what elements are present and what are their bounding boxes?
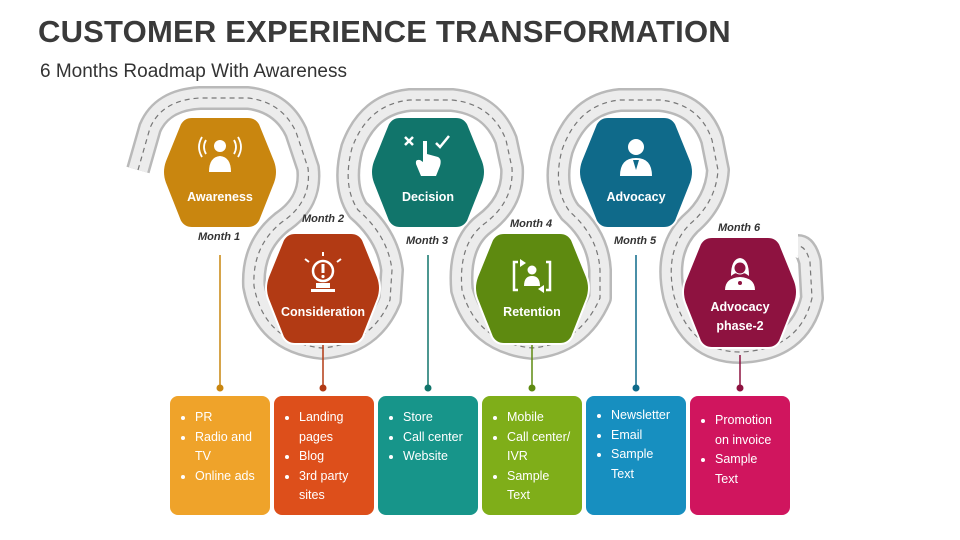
connector-5 (632, 255, 640, 392)
idea-bulb-icon (304, 252, 342, 292)
list-item: Sample Text (611, 445, 678, 484)
detail-box-retention: Mobile Call center/ IVR Sample Text (482, 396, 582, 515)
list-item: Online ads (195, 467, 262, 487)
step-label-awareness: Awareness (187, 190, 253, 204)
list-item: Website (403, 447, 470, 467)
list-item: Landing pages (299, 408, 366, 447)
connector-1 (216, 255, 224, 392)
hexagon-awareness (162, 116, 278, 229)
list-item: Call center (403, 428, 470, 448)
hexagon-retention (474, 232, 590, 345)
list-item: Radio and TV (195, 428, 262, 467)
list-item: Blog (299, 447, 366, 467)
choice-hand-icon (404, 135, 450, 176)
step-label-retention: Retention (503, 305, 561, 319)
list-item: Mobile (507, 408, 574, 428)
page-title: CUSTOMER EXPERIENCE TRANSFORMATION (38, 14, 731, 49)
month-label-2: Month 2 (302, 213, 345, 225)
connector-4 (528, 345, 536, 392)
detail-box-advocacy-phase-2: Promotion on invoice Sample Text (690, 396, 790, 515)
month-label-4: Month 4 (510, 218, 553, 230)
list-item: Sample Text (507, 467, 574, 506)
speaker-person-icon (198, 136, 242, 172)
month-label-5: Month 5 (614, 235, 657, 247)
hexagon-advocacy-phase-2 (682, 236, 798, 349)
step-label-decision: Decision (401, 190, 455, 204)
advocate-person-icon (620, 139, 652, 176)
hexagon-consideration (265, 232, 381, 345)
list-item: Call center/ IVR (507, 428, 574, 467)
connector-3 (424, 255, 432, 392)
month-label-6: Month 6 (718, 222, 761, 234)
list-item: Sample Text (715, 450, 782, 489)
step-label-advocacy-phase-2: Advocacy phase-2 (710, 300, 770, 333)
detail-box-awareness: PR Radio and TV Online ads (170, 396, 270, 515)
step-label-advocacy: Advocacy (606, 190, 666, 204)
list-item: Store (403, 408, 470, 428)
list-item: Newsletter (611, 406, 678, 426)
step-label-consideration: Consideration (280, 305, 366, 319)
cycle-person-icon (512, 259, 552, 293)
woman-person-icon (725, 258, 755, 290)
month-label-1: Month 1 (198, 231, 241, 243)
detail-box-advocacy: Newsletter Email Sample Text (586, 396, 686, 515)
list-item: Email (611, 426, 678, 446)
connector-2 (319, 345, 327, 392)
list-item: PR (195, 408, 262, 428)
month-label-3: Month 3 (406, 235, 449, 247)
list-item: Promotion on invoice (715, 411, 782, 450)
detail-box-consideration: Landing pages Blog 3rd party sites (274, 396, 374, 515)
detail-box-decision: Store Call center Website (378, 396, 478, 515)
list-item: 3rd party sites (299, 467, 366, 506)
page-subtitle: 6 Months Roadmap With Awareness (40, 61, 347, 82)
connector-6 (736, 355, 744, 392)
